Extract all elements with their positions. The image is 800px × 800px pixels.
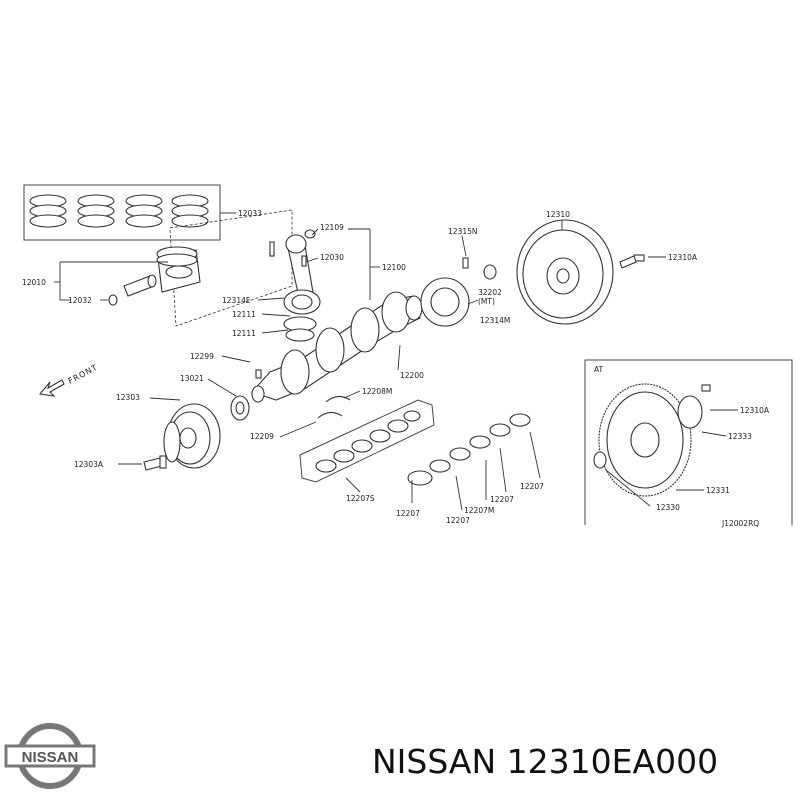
flywheel	[516, 219, 614, 325]
spacer-plate	[420, 277, 470, 327]
label-12033: 12033	[238, 209, 262, 218]
label-ref-code: J12002RQ	[721, 519, 759, 528]
label-12314E: 12314E	[222, 296, 251, 305]
snap-ring	[108, 294, 118, 306]
crankshaft	[251, 291, 423, 403]
label-12207-c: 12207	[490, 495, 514, 504]
piston	[156, 246, 201, 293]
label-12032: 12032	[68, 296, 92, 305]
drive-plate-bolt	[701, 384, 711, 392]
label-12333: 12333	[728, 432, 752, 441]
piston-ring-set-2	[77, 194, 115, 228]
flywheel-bolt	[619, 254, 645, 269]
connecting-rod	[269, 229, 321, 342]
label-12209: 12209	[250, 432, 274, 441]
label-12207S: 12207S	[346, 494, 375, 503]
drive-plate	[598, 383, 692, 497]
label-12208M: 12208M	[362, 387, 392, 396]
part-number-caption: NISSAN 12310EA000	[372, 742, 719, 781]
leader-lines	[54, 220, 738, 511]
piston-ring-set-3	[125, 194, 163, 228]
label-12030: 12030	[320, 253, 344, 262]
label-12314M: 12314M	[480, 316, 510, 325]
piston-rings-group	[23, 184, 236, 241]
label-12207-b: 12207	[446, 516, 470, 525]
label-12200: 12200	[400, 371, 424, 380]
label-12111-upper: 12111	[232, 310, 256, 319]
label-at: AT	[594, 365, 604, 374]
label-12330: 12330	[656, 503, 680, 512]
label-12299: 12299	[190, 352, 214, 361]
label-12010: 12010	[22, 278, 46, 287]
bolt-12315N	[462, 257, 469, 269]
label-12100: 12100	[382, 263, 406, 272]
label-12111-lower: 12111	[232, 329, 256, 338]
pulley-bolt	[143, 455, 167, 471]
nissan-logo-text: NISSAN	[22, 749, 79, 766]
pilot-bushing	[483, 264, 497, 280]
main-bearings-lower	[407, 413, 531, 486]
crank-pulley	[163, 403, 221, 469]
label-12207M: 12207M	[464, 506, 494, 515]
piston-pin	[123, 274, 157, 297]
reinforcement-plate	[677, 395, 703, 429]
label-12310: 12310	[546, 210, 570, 219]
crank-key	[255, 369, 262, 379]
piston-ring-set-4	[171, 194, 209, 228]
label-12207-a: 12207	[396, 509, 420, 518]
label-13021: 13021	[180, 374, 204, 383]
label-32202: 32202	[478, 288, 502, 297]
label-12109: 12109	[320, 223, 344, 232]
label-12331: 12331	[706, 486, 730, 495]
label-12303A: 12303A	[74, 460, 104, 469]
label-12207-d: 12207	[520, 482, 544, 491]
label-mt: (MT)	[478, 297, 495, 306]
drive-plate-spacer	[593, 451, 607, 469]
nissan-logo: NISSAN	[4, 723, 96, 789]
front-arrow: FRONT	[38, 363, 100, 397]
front-label: FRONT	[67, 363, 100, 386]
label-12303: 12303	[116, 393, 140, 402]
piston-ring-set-1	[29, 194, 67, 228]
main-bearings-upper	[299, 399, 435, 483]
thrust-washer-1	[317, 411, 343, 419]
label-12315N: 12315N	[448, 227, 477, 236]
label-12310A-at: 12310A	[740, 406, 770, 415]
label-12310A: 12310A	[668, 253, 698, 262]
